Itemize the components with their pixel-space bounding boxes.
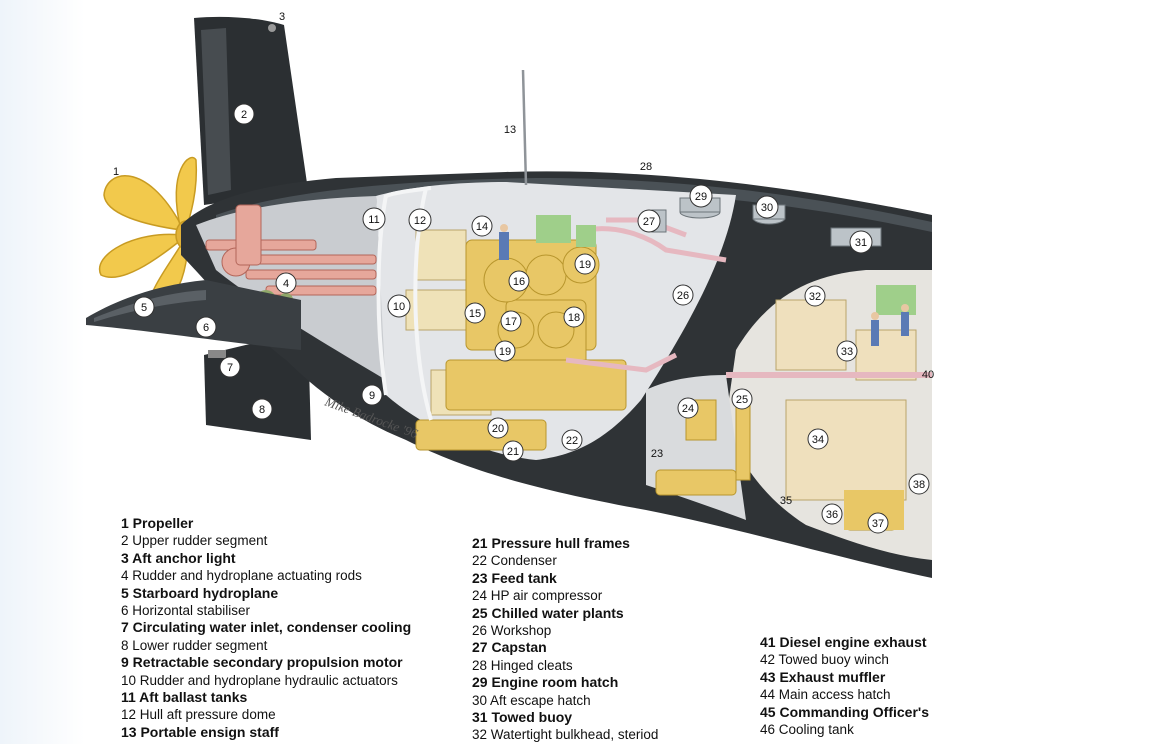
callout-40: 40 [922,369,934,381]
callout-24: 24 [682,403,694,415]
callout-11: 11 [368,214,379,226]
callout-27: 27 [643,216,655,228]
callout-18: 18 [568,312,580,324]
legend-item: 9 Retractable secondary propulsion motor [121,654,403,671]
callout-3: 3 [279,11,285,23]
callout-19b: 19 [499,346,511,358]
legend-item: 5 Starboard hydroplane [121,584,279,601]
callout-4: 4 [283,278,289,290]
legend-item: 23 Feed tank [472,569,557,586]
legend-item: 10 Rudder and hydroplane hydraulic actua… [121,672,398,688]
callout-2: 2 [241,109,247,121]
legend-item: 3 Aft anchor light [121,549,236,566]
callout-12: 12 [414,215,426,227]
diagram-canvas: Mike Badrocke '96 1 2 3 4 5 6 7 8 9 10 1… [86,0,934,742]
callout-19a: 19 [579,259,591,271]
callout-23: 23 [651,448,663,460]
legend-item: 31 Towed buoy [472,709,573,726]
callout-10: 10 [393,301,405,313]
callout-14: 14 [476,221,488,233]
callout-37: 37 [872,518,884,530]
legend-item: 13 Portable ensign staff [121,723,279,740]
legend-item: 22 Condenser [472,553,557,569]
legend-item: 46 Cooling tank [760,722,854,738]
legend-item: 26 Workshop [472,623,552,639]
legend-item: 44 Main access hatch [760,687,891,703]
callout-16: 16 [513,276,525,288]
callout-21: 21 [507,446,519,458]
legend-column-3: 41 Diesel engine exhaust 42 Towed buoy wi… [760,634,929,738]
callout-38: 38 [913,479,925,491]
legend-item: 28 Hinged cleats [472,657,573,673]
callout-35: 35 [780,495,792,507]
legend-item: 27 Capstan [472,639,547,656]
callout-33: 33 [841,346,853,358]
legend-item: 29 Engine room hatch [472,674,619,691]
callout-15: 15 [469,308,481,320]
callout-36: 36 [826,509,838,521]
callout-8: 8 [259,404,265,416]
callout-25: 25 [736,394,748,406]
legend-item: 42 Towed buoy winch [760,652,889,668]
legend-item: 32 Watertight bulkhead, steriod [472,727,659,743]
callout-9: 9 [369,390,375,402]
legend-item: 7 Circulating water inlet, condenser coo… [121,619,412,636]
legend-item: 30 Aft escape hatch [472,692,591,708]
callout-17: 17 [505,316,517,328]
callout-32: 32 [809,291,821,303]
ensign-staff [521,69,528,186]
callout-7: 7 [227,362,233,374]
legend-item: 45 Commanding Officer's [760,703,930,720]
legend-item: 8 Lower rudder segment [121,637,268,653]
callout-30: 30 [761,202,773,214]
legend-item: 25 Chilled water plants [472,604,624,621]
submarine-cutaway-illustration: Mike Badrocke '96 1 2 3 4 5 6 7 8 9 10 1… [86,11,934,579]
callout-20: 20 [492,423,504,435]
legend-item: 6 Horizontal stabiliser [121,603,251,619]
legend-item: 24 HP air compressor [472,588,603,604]
legend-item: 41 Diesel engine exhaust [760,634,927,650]
callout-28: 28 [640,161,652,173]
callout-6: 6 [203,322,209,334]
legend-item: 2 Upper rudder segment [121,533,268,549]
legend-item: 4 Rudder and hydroplane actuating rods [121,568,362,584]
callout-34: 34 [812,434,824,446]
legend-item: 12 Hull aft pressure dome [121,707,276,723]
callout-13: 13 [504,124,516,136]
callout-31: 31 [855,237,867,249]
callout-5: 5 [141,302,147,314]
callout-26: 26 [677,290,689,302]
legend-item: 11 Aft ballast tanks [121,689,248,706]
callout-29: 29 [695,191,707,203]
callout-1: 1 [113,166,119,178]
legend-item: 21 Pressure hull frames [472,535,630,551]
legend-item: 1 Propeller [121,515,194,531]
callout-22: 22 [566,435,578,447]
legend-item: 43 Exhaust muffler [760,668,886,685]
